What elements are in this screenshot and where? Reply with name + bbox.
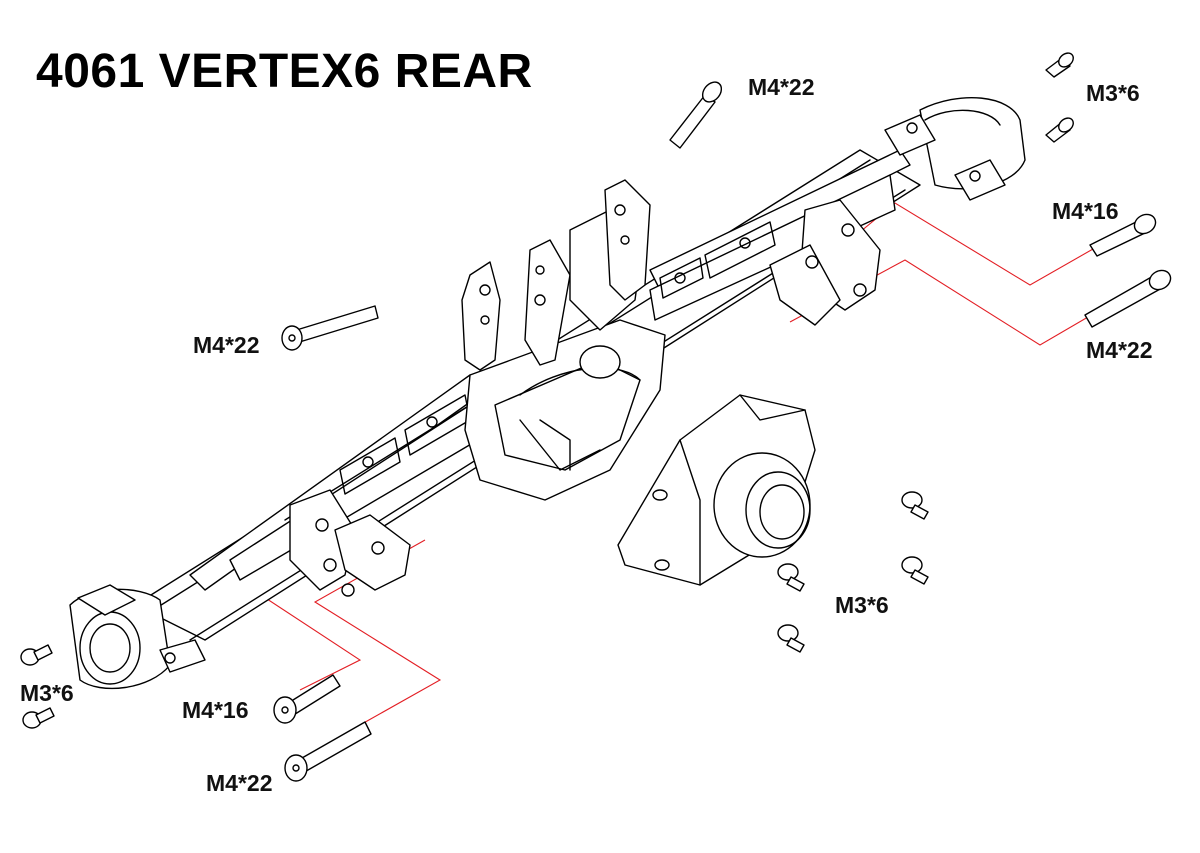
- screw-m3-6-top-upper: [1045, 52, 1074, 78]
- screw-m3-6-left-1: [20, 644, 53, 666]
- screw-m4-16-right: [1089, 213, 1157, 257]
- label-screw-bottom-lower: M4*22: [206, 770, 273, 796]
- screw-m4-22-top: [669, 81, 723, 149]
- label-screw-right-lower: M4*22: [1086, 337, 1153, 363]
- label-screw-top-right: M3*6: [1086, 80, 1140, 106]
- screw-m3-6-top-lower: [1045, 117, 1074, 143]
- diagram-title: 4061 VERTEX6 REAR: [36, 45, 533, 98]
- label-screw-right-upper: M4*16: [1052, 198, 1119, 224]
- left-axle-end: [69, 489, 411, 690]
- right-axle-end: [769, 96, 1026, 326]
- diff-cover: [617, 394, 816, 586]
- screw-m4-16-bottom: [273, 674, 341, 724]
- screw-m3-6-cover-2: [901, 556, 929, 585]
- screw-m3-6-cover-1: [901, 491, 929, 520]
- screw-m3-6-cover-4: [777, 624, 805, 653]
- label-screw-left-middle: M4*22: [193, 332, 260, 358]
- screw-m3-6-left-2: [22, 707, 55, 729]
- screw-m4-22-left-middle: [281, 305, 379, 351]
- label-screw-bottom-upper: M4*16: [182, 697, 249, 723]
- center-section: [461, 179, 666, 501]
- screw-m4-22-bottom: [284, 721, 372, 782]
- label-screw-left-bottom: M3*6: [20, 680, 74, 706]
- label-screw-cover: M3*6: [835, 592, 889, 618]
- label-screw-top-center: M4*22: [748, 74, 815, 100]
- screw-m4-22-right: [1084, 269, 1172, 328]
- screw-m3-6-cover-3: [777, 563, 805, 592]
